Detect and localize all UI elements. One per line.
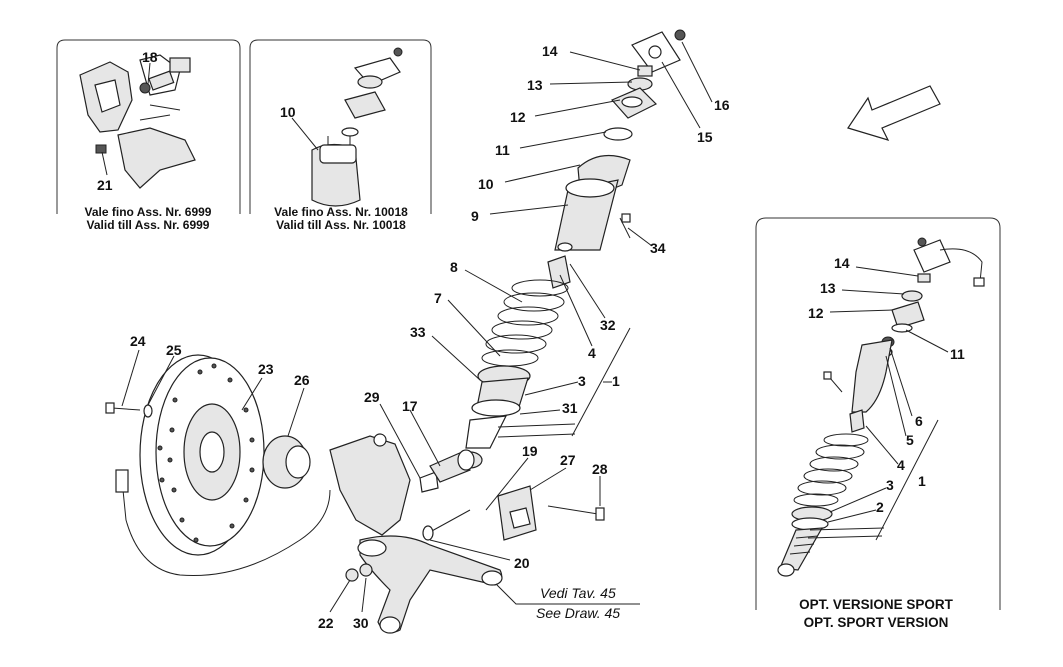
inset1-caption-it: Vale fino Ass. Nr. 6999 xyxy=(85,205,212,219)
label-4: 4 xyxy=(588,345,596,361)
label-28: 28 xyxy=(592,461,608,477)
label-14: 14 xyxy=(542,43,558,59)
label-33: 33 xyxy=(410,324,426,340)
sport-leader-lines xyxy=(807,266,949,541)
reference-en: See Draw. 45 xyxy=(536,605,620,621)
knuckle-and-arm xyxy=(329,433,605,634)
label-32: 32 xyxy=(600,317,616,333)
inset2-caption-it: Vale fino Ass. Nr. 10018 xyxy=(274,205,408,219)
label-17: 17 xyxy=(402,398,418,414)
main-shock-assembly xyxy=(457,29,686,469)
label-11: 11 xyxy=(495,142,510,158)
sport-label-5: 5 xyxy=(906,432,914,448)
label-23: 23 xyxy=(258,361,274,377)
label-15: 15 xyxy=(697,129,713,145)
label-1: 1 xyxy=(612,373,620,389)
sport-label-14: 14 xyxy=(834,255,850,271)
label-21: 21 xyxy=(97,177,113,193)
leader-lines xyxy=(431,41,713,438)
label-19: 19 xyxy=(522,443,538,459)
reference-it: Vedi Tav. 45 xyxy=(540,585,616,601)
label-25: 25 xyxy=(166,342,182,358)
inset2-caption-en: Valid till Ass. Nr. 10018 xyxy=(276,218,406,232)
sport-label-1: 1 xyxy=(918,473,926,489)
label-22: 22 xyxy=(318,615,334,631)
sport-label-13: 13 xyxy=(820,280,836,296)
inset-valid-till-10018: 10 Vale fino Ass. Nr. 10018 Valid till A… xyxy=(249,39,432,232)
label-7: 7 xyxy=(434,290,442,306)
sport-label-12: 12 xyxy=(808,305,824,321)
leader-lines-lower xyxy=(121,349,640,613)
arrow-icon xyxy=(847,85,941,141)
label-10: 10 xyxy=(478,176,494,192)
label-9: 9 xyxy=(471,208,479,224)
sport-label-2: 2 xyxy=(876,499,884,515)
inset-sport-version xyxy=(755,217,1001,610)
brake-disc xyxy=(105,354,331,577)
label-31: 31 xyxy=(562,400,578,416)
sport-label-6: 6 xyxy=(915,413,923,429)
label-26: 26 xyxy=(294,372,310,388)
label-34: 34 xyxy=(650,240,666,256)
label-inset2-10: 10 xyxy=(280,104,296,120)
sport-label-3: 3 xyxy=(886,477,894,493)
label-30: 30 xyxy=(353,615,369,631)
label-24: 24 xyxy=(130,333,146,349)
sport-labels: 14 13 12 11 6 5 4 3 1 2 OPT. VERSIONE SP… xyxy=(799,255,965,630)
inset-valid-till-6999: 18 21 Vale fino Ass. Nr. 6999 Valid till… xyxy=(56,39,241,232)
label-18: 18 xyxy=(142,49,158,65)
label-27: 27 xyxy=(560,452,576,468)
sport-label-11: 11 xyxy=(950,346,965,362)
label-16: 16 xyxy=(714,97,730,113)
label-20: 20 xyxy=(514,555,530,571)
label-12: 12 xyxy=(510,109,526,125)
sport-caption-en: OPT. SPORT VERSION xyxy=(804,615,949,630)
label-3: 3 xyxy=(578,373,586,389)
label-13: 13 xyxy=(527,77,543,93)
inset1-caption-en: Valid till Ass. Nr. 6999 xyxy=(87,218,210,232)
main-labels: 14 13 12 11 10 9 8 7 33 16 15 34 32 4 3 … xyxy=(130,43,730,631)
sport-label-4: 4 xyxy=(897,457,905,473)
label-29: 29 xyxy=(364,389,380,405)
label-8: 8 xyxy=(450,259,458,275)
sport-caption-it: OPT. VERSIONE SPORT xyxy=(799,597,954,612)
